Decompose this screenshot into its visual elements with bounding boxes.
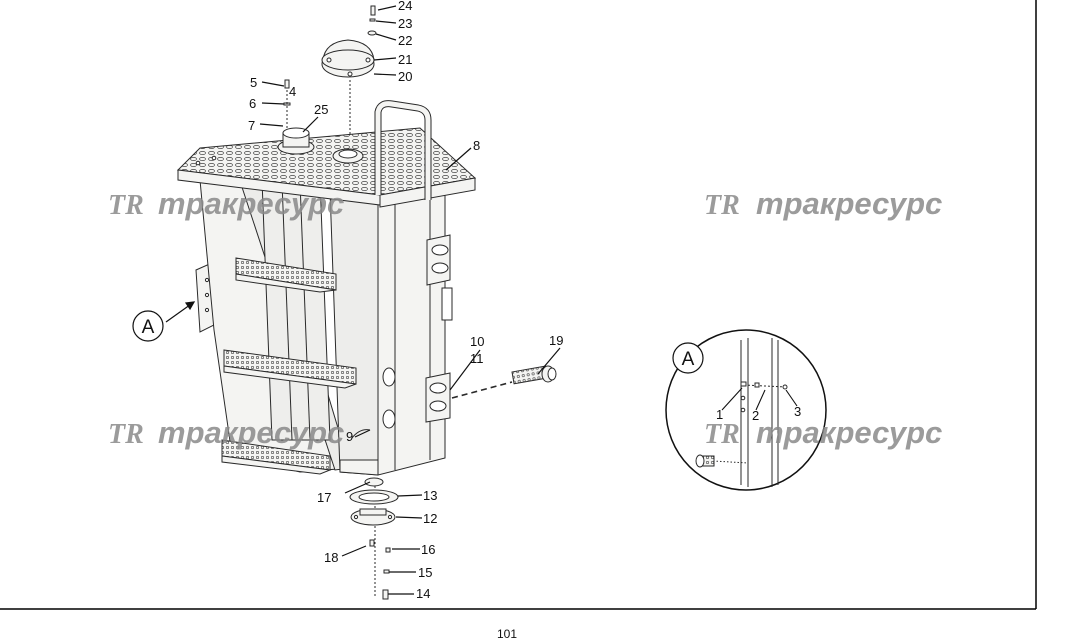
svg-text:тракресурс: тракресурс: [158, 186, 344, 221]
callout-labels: 24 23 22 21 20 5 4 6 25 7 8 10 11 19 9 1…: [248, 0, 801, 601]
callout-13: 13: [423, 488, 437, 503]
callout-7: 7: [248, 118, 255, 133]
cover-plate: [350, 508, 396, 526]
tank-step-assembly: [176, 5, 557, 600]
watermark-bottom-left: TR тракресурс: [108, 415, 344, 450]
watermark-top-left: TR тракресурс: [108, 186, 344, 221]
upper-hinge: [426, 234, 451, 286]
callout-21: 21: [398, 52, 412, 67]
gasket: [349, 489, 399, 505]
callout-20: 20: [398, 69, 412, 84]
callout-25: 25: [314, 102, 328, 117]
view-label-main: A: [132, 310, 164, 342]
step-lower: [221, 439, 332, 475]
callout-18: 18: [324, 550, 338, 565]
svg-text:A: A: [682, 349, 695, 370]
watermark-bottom-right: TR тракресурс: [704, 415, 942, 450]
callout-24: 24: [398, 0, 412, 13]
detail-view-a: [665, 329, 827, 491]
callout-3: 3: [794, 404, 801, 419]
callout-4: 4: [289, 84, 296, 99]
view-label-detail: A: [672, 342, 704, 374]
page-number: 101: [497, 628, 518, 640]
svg-text:тракресурс: тракресурс: [756, 415, 942, 450]
step-middle: [223, 349, 357, 389]
hinge-pin: [511, 365, 557, 385]
callout-8: 8: [473, 138, 480, 153]
seal-ring: [364, 477, 384, 487]
breather-cap: [321, 39, 375, 78]
lower-hinge: [425, 372, 451, 423]
tank-body: [377, 169, 446, 476]
callout-2: 2: [752, 408, 759, 423]
level-gauge: [332, 148, 364, 164]
callout-15: 15: [418, 565, 432, 580]
callout-19: 19: [549, 333, 563, 348]
callout-5: 5: [250, 75, 257, 90]
callout-1: 1: [716, 407, 723, 422]
callout-11: 11: [470, 351, 484, 366]
svg-text:тракресурс: тракресурс: [756, 186, 942, 221]
callout-6: 6: [249, 96, 256, 111]
svg-text:A: A: [142, 317, 155, 338]
svg-text:TR: TR: [704, 419, 740, 450]
callout-22: 22: [398, 33, 412, 48]
step-upper: [235, 257, 337, 293]
callout-10: 10: [470, 334, 484, 349]
page-frame: [0, 0, 1037, 610]
watermark-top-right: TR тракресурс: [704, 186, 942, 221]
svg-text:TR: TR: [108, 190, 144, 221]
svg-text:TR: TR: [108, 419, 144, 450]
filler-cap: [277, 127, 315, 155]
callout-14: 14: [416, 586, 430, 601]
svg-text:TR: TR: [704, 190, 740, 221]
leader-lines: [165, 5, 561, 595]
callout-9: 9: [346, 429, 353, 444]
callout-12: 12: [423, 511, 437, 526]
callout-17: 17: [317, 490, 331, 505]
callout-16: 16: [421, 542, 435, 557]
callout-23: 23: [398, 16, 412, 31]
svg-text:тракресурс: тракресурс: [158, 415, 344, 450]
